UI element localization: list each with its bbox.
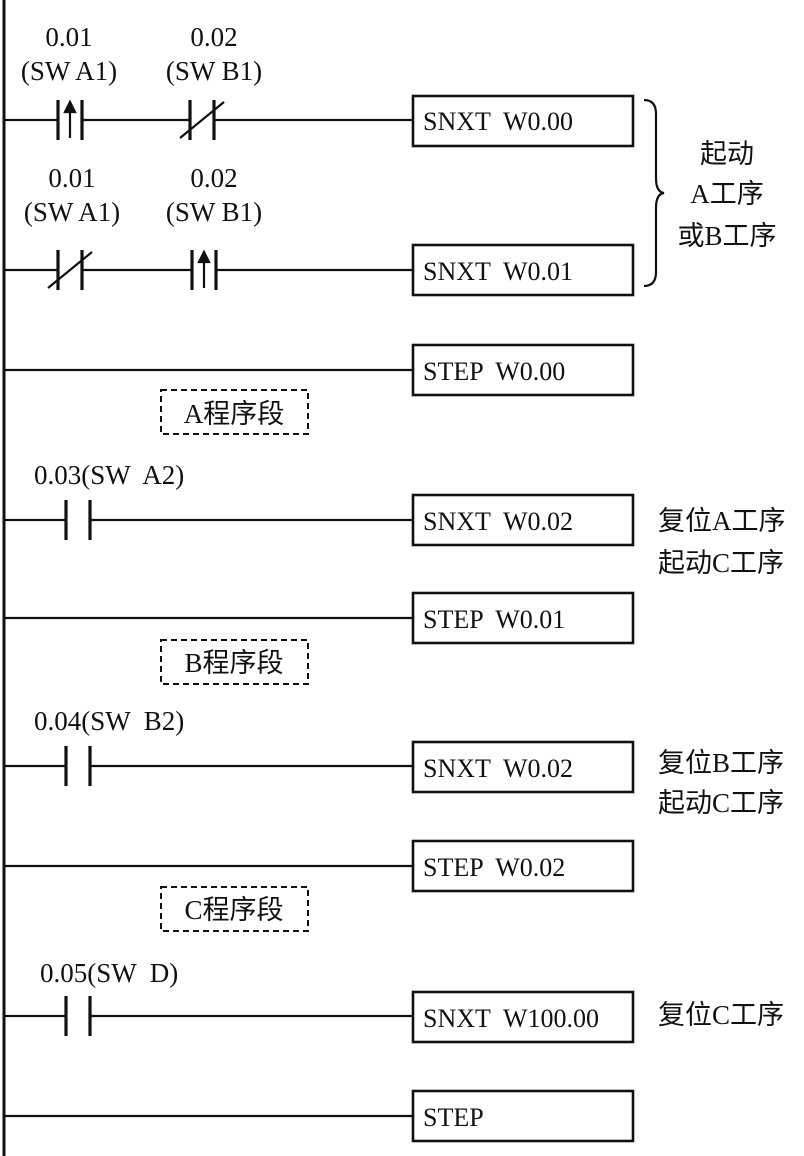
contact-label: 0.04(SW B2) [34, 706, 184, 736]
rung-6: 0.04(SW B2) SNXT W0.02 [4, 706, 635, 794]
annotation-text: 起动 [700, 139, 754, 169]
annotation-text: 起动C工序 [658, 548, 784, 578]
annotation-text: 复位C工序 [658, 1000, 784, 1030]
instruction-box [411, 740, 635, 794]
contact-name: (SW B1) [166, 197, 262, 227]
section-label-box [160, 639, 309, 685]
rung-7: STEP W0.02 [4, 839, 635, 893]
instruction-text: STEP [423, 1103, 484, 1132]
contact-address: 0.01 [48, 163, 95, 193]
annotation-text: 复位A工序 [658, 506, 786, 536]
rung-2: 0.01 (SW A1) 0.02 (SW B1) SNXT W0.01 [4, 163, 635, 297]
no-contact [64, 500, 92, 540]
instruction-text: STEP W0.01 [423, 605, 565, 634]
rung-4: 0.03(SW A2) SNXT W0.02 [4, 460, 635, 547]
section-label: A程序段 [184, 399, 285, 429]
rung-9: STEP [4, 1089, 635, 1143]
contact-address: 0.02 [190, 163, 237, 193]
annotation-text: A工序 [690, 179, 764, 209]
instruction-text: STEP W0.02 [423, 853, 565, 882]
instruction-box [411, 591, 635, 645]
instruction-box [411, 493, 635, 547]
instruction-text: STEP W0.00 [423, 357, 565, 386]
instruction-text: SNXT W0.02 [423, 754, 573, 783]
instruction-box [411, 839, 635, 893]
section-label-box [160, 389, 309, 435]
contact-label: 0.03(SW A2) [34, 460, 184, 490]
section-label: B程序段 [184, 648, 283, 678]
contact-name: (SW B1) [166, 56, 262, 86]
instruction-box [411, 990, 635, 1044]
contact-name: (SW A1) [24, 197, 120, 227]
contact-name: (SW A1) [21, 56, 117, 86]
instruction-box [411, 1089, 635, 1143]
rung-3: STEP W0.00 [4, 343, 635, 397]
section-label-box [160, 886, 309, 932]
rising-edge-contact [56, 99, 84, 140]
contact-address: 0.02 [190, 22, 237, 52]
instruction-text: SNXT W0.00 [423, 107, 573, 136]
no-contact [64, 746, 92, 786]
instruction-text: SNXT W100.00 [423, 1004, 599, 1033]
rung-5: STEP W0.01 [4, 591, 635, 645]
instruction-box [411, 243, 635, 297]
annotation-text: 复位B工序 [658, 748, 784, 778]
section-label: C程序段 [184, 895, 283, 925]
rung-1: 0.01 (SW A1) 0.02 (SW B1) SNXT W0.00 [4, 22, 635, 148]
annotation-text: 起动C工序 [658, 788, 784, 818]
rising-edge-contact [190, 249, 218, 290]
annotation-text: 或B工序 [677, 221, 776, 251]
no-contact [64, 996, 92, 1036]
contact-address: 0.01 [45, 22, 92, 52]
instruction-text: SNXT W0.02 [423, 507, 573, 536]
curly-brace [643, 98, 665, 288]
contact-label: 0.05(SW D) [40, 958, 178, 988]
rung-8: 0.05(SW D) SNXT W100.00 [4, 958, 635, 1044]
instruction-box [411, 94, 635, 148]
instruction-box [411, 343, 635, 397]
instruction-text: SNXT W0.01 [423, 257, 573, 286]
